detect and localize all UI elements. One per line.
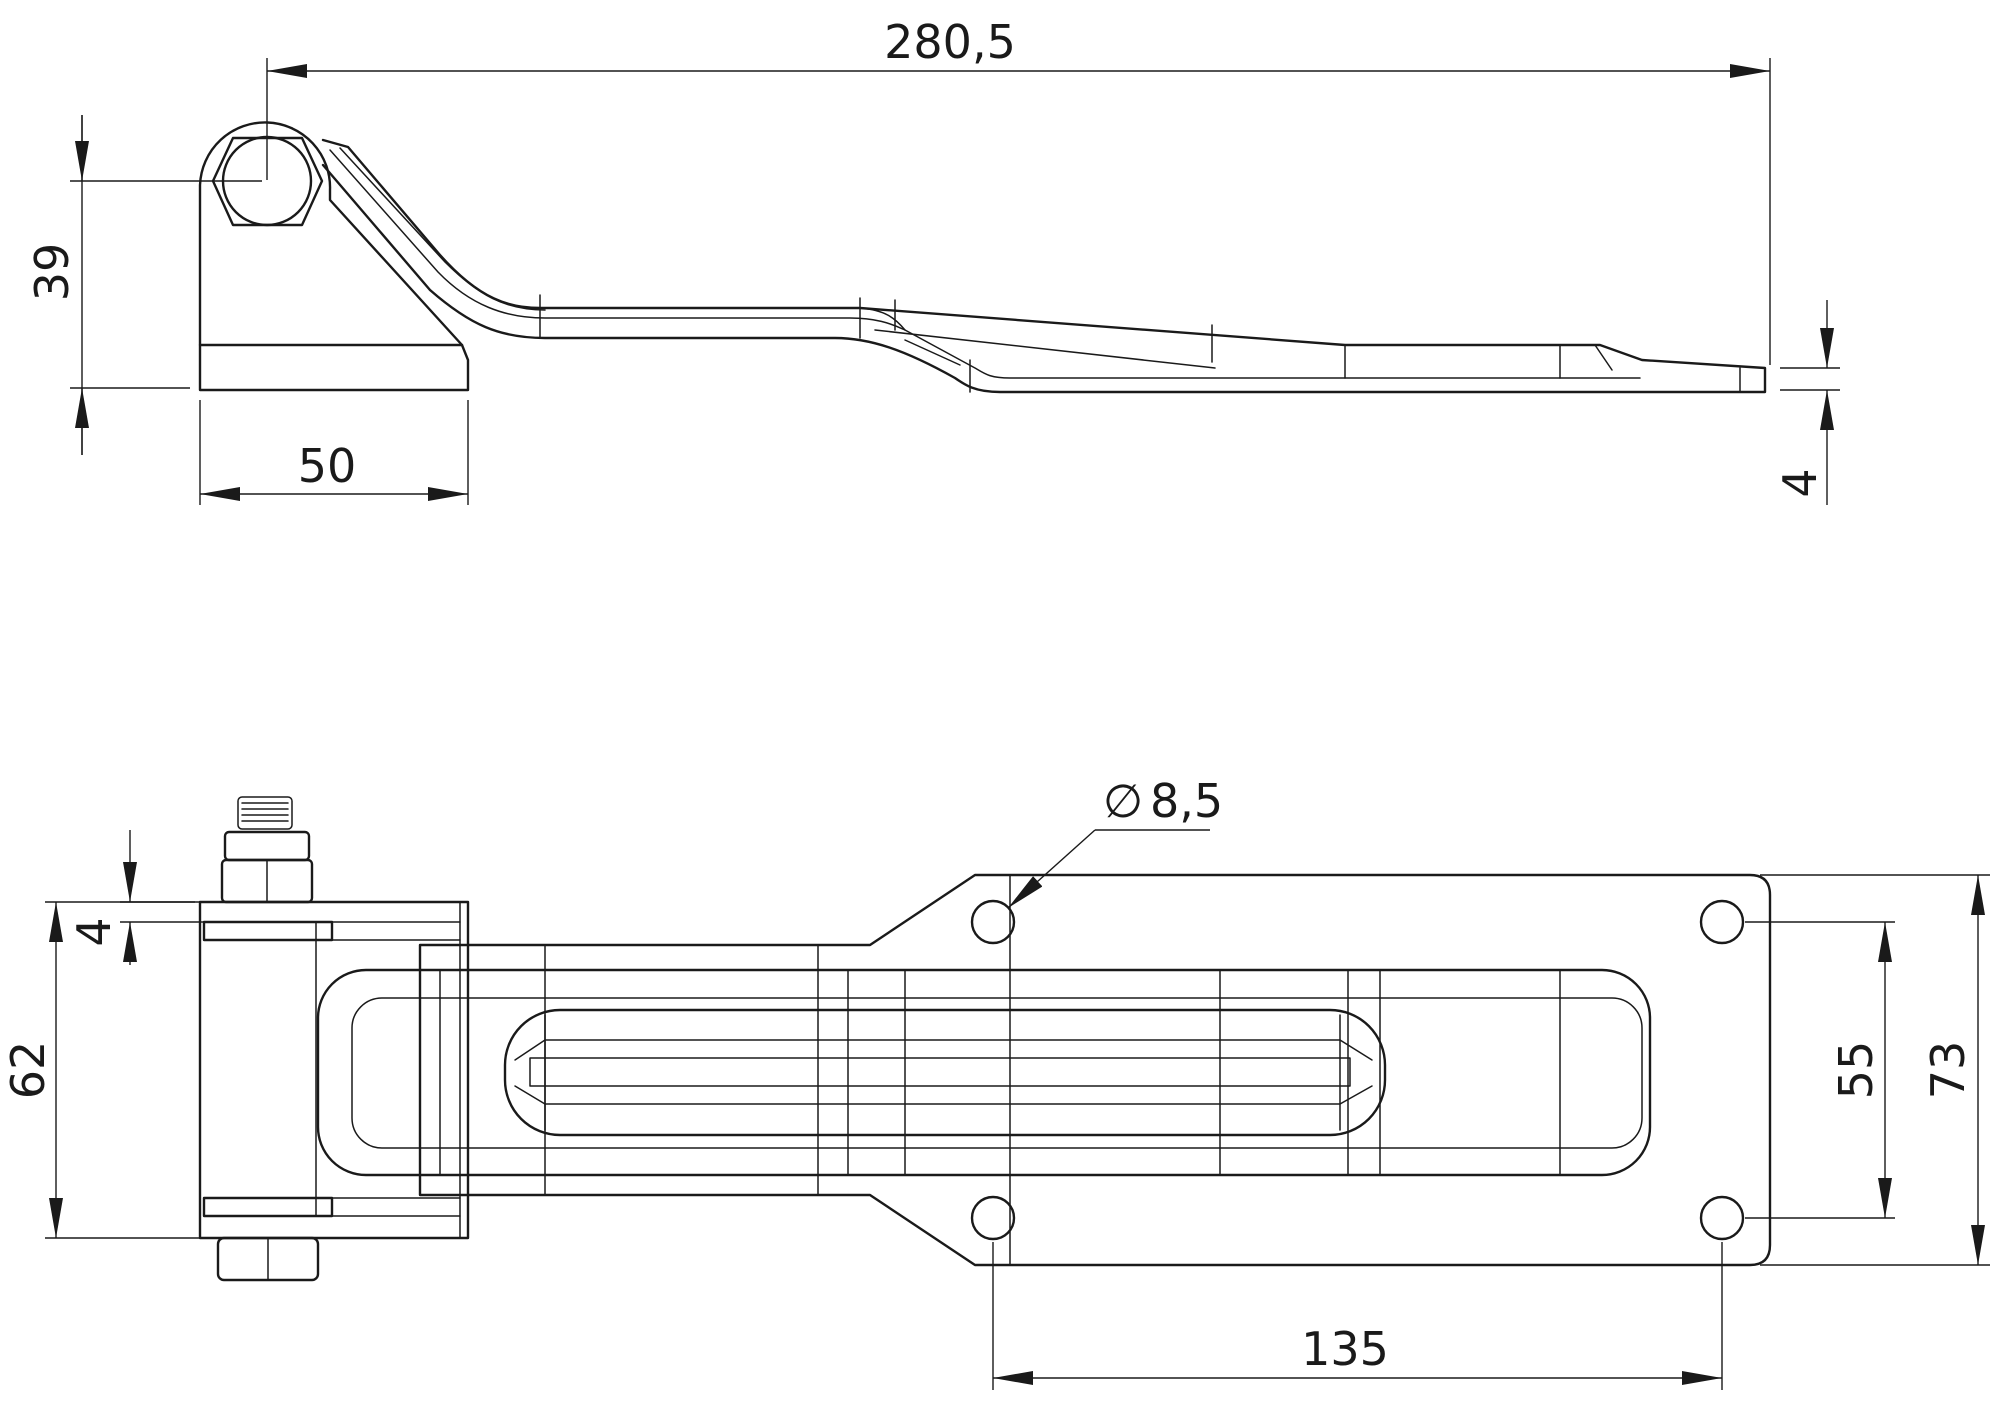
label-hole-spacing-vertical: 55 <box>1829 1041 1883 1100</box>
dim-flange-thickness: 4 <box>67 830 205 965</box>
hinge-knuckle <box>198 900 470 1240</box>
dim-pivot-height: 39 <box>25 115 262 455</box>
dim-overall-length: 280,5 <box>266 15 1771 365</box>
diameter-symbol: ∅ <box>1103 774 1143 828</box>
side-view: 280,5 39 50 4 <box>25 15 1840 505</box>
bottom-nut <box>216 1236 320 1282</box>
mounting-holes <box>970 899 1745 1241</box>
label-base-length: 50 <box>298 439 357 493</box>
threaded-stud <box>237 796 293 830</box>
dim-plate-width: 73 <box>1760 874 1990 1266</box>
hinge-bracket <box>198 121 470 392</box>
hole-bottom-right <box>1699 1195 1745 1241</box>
label-body-width: 62 <box>1 1041 55 1100</box>
label-plate-width: 73 <box>1921 1041 1975 1100</box>
hasp-arm <box>321 138 1767 394</box>
label-hole-spacing-horizontal: 135 <box>1301 1322 1389 1376</box>
hole-top-right <box>1699 899 1745 945</box>
hole-top-left <box>970 899 1016 945</box>
top-nut <box>220 830 314 904</box>
dim-base-length: 50 <box>199 400 469 505</box>
dim-hole-spacing-vertical: 55 <box>1745 921 1895 1219</box>
top-view: ∅ 8,5 4 62 55 73 <box>1 774 1990 1390</box>
label-hole-diameter: 8,5 <box>1150 774 1223 828</box>
hole-bottom-left <box>970 1195 1016 1241</box>
dim-plate-thickness: 4 <box>1773 300 1840 505</box>
dim-hole-diameter: ∅ 8,5 <box>1007 774 1223 909</box>
label-pivot-height: 39 <box>25 243 79 302</box>
label-flange-thickness: 4 <box>67 917 121 946</box>
label-overall-length: 280,5 <box>884 15 1016 69</box>
dim-body-width: 62 <box>1 901 210 1239</box>
hasp-body <box>316 873 1772 1267</box>
dim-hole-spacing-horizontal: 135 <box>992 1242 1723 1390</box>
label-plate-thickness: 4 <box>1773 468 1827 497</box>
